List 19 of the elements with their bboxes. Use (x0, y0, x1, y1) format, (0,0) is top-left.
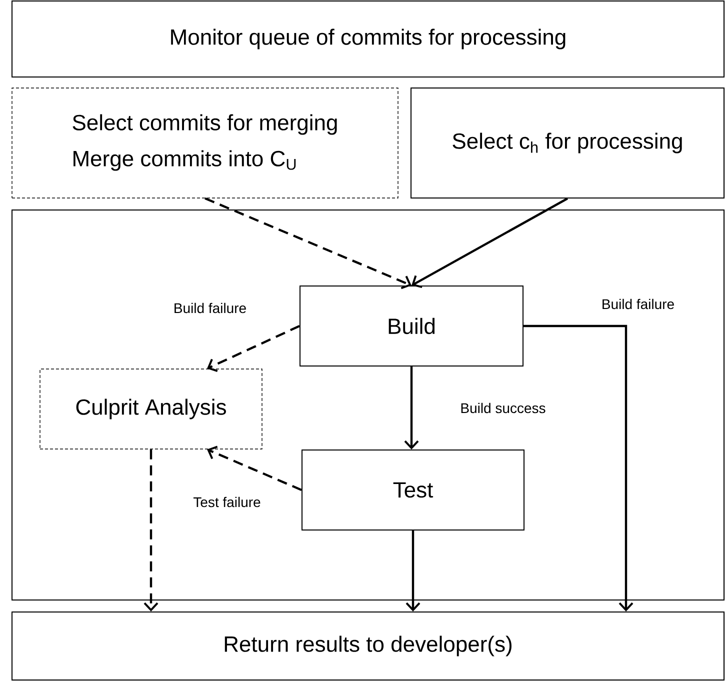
analysis-box: Culprit Analysis (40, 368, 262, 450)
process-box: Monitor queue of commits for processing (12, 0, 724, 78)
edge-label: Build success (459, 402, 547, 414)
stage-frame (12, 210, 724, 600)
step-box: Select commits for merging Merge commits into C$_{U}$ (12, 88, 398, 198)
process-box: Test (302, 450, 524, 530)
arrow (207, 325, 300, 372)
arrow (406, 530, 420, 612)
arrow (524, 324, 634, 612)
edge-label: Test failure (192, 496, 262, 508)
arrow (404, 366, 419, 450)
arrow (207, 446, 302, 491)
process-box: Return results to developer(s) (12, 612, 724, 680)
edge-label: Build failure (600, 298, 676, 310)
process-box: Build (300, 286, 524, 366)
process-box: Select c$_{h}$ for processing (410, 88, 724, 198)
arrow (412, 198, 568, 288)
edge-label: Build failure (172, 302, 248, 314)
arrow (144, 449, 158, 612)
